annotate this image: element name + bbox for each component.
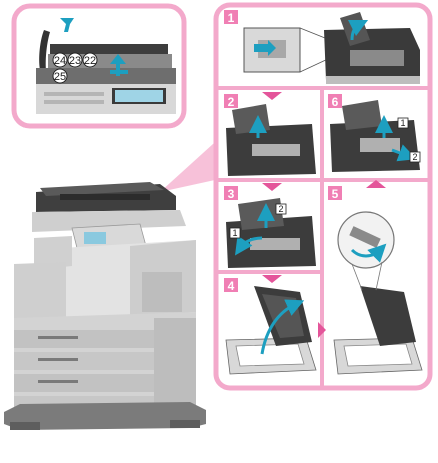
flow-arrow-4-to-5 <box>318 322 326 338</box>
svg-text:3: 3 <box>228 187 235 201</box>
steps-panel: 1 2 3 <box>213 2 433 391</box>
detail-blue-arrow-icon <box>110 54 128 76</box>
svg-text:24: 24 <box>54 55 66 67</box>
step-3: 3 2 1 <box>224 186 316 268</box>
detail-lever-icon <box>60 18 74 32</box>
flow-arrow-2-to-3 <box>262 183 282 191</box>
svg-text:6: 6 <box>332 95 339 109</box>
detail-callout-panel: 24 23 22 25 <box>11 3 187 129</box>
callout-24: 24 <box>52 52 68 68</box>
flow-arrow-3-to-4 <box>262 275 282 283</box>
svg-text:23: 23 <box>69 55 81 67</box>
step-3-marker-1: 1 <box>229 227 241 239</box>
svg-text:1: 1 <box>400 118 405 128</box>
svg-text:1: 1 <box>232 228 237 238</box>
svg-text:2: 2 <box>278 204 283 214</box>
svg-text:4: 4 <box>228 279 235 293</box>
callout-23: 23 <box>67 52 83 68</box>
callout-22: 22 <box>82 52 98 68</box>
step-6-marker-1: 1 <box>397 117 409 129</box>
step-6: 6 1 2 <box>328 94 421 172</box>
svg-text:22: 22 <box>84 55 96 67</box>
flow-arrow-1-to-2 <box>262 92 282 100</box>
step-1: 1 <box>224 10 420 84</box>
step-4: 4 <box>224 278 317 375</box>
svg-text:1: 1 <box>228 11 235 25</box>
flow-arrow-5-to-6 <box>366 180 386 188</box>
svg-text:2: 2 <box>412 152 417 162</box>
svg-text:2: 2 <box>228 95 235 109</box>
callout-25: 25 <box>52 68 68 84</box>
callout-connector <box>160 134 224 192</box>
multifunction-printer <box>4 182 206 430</box>
step-3-marker-2: 2 <box>275 203 287 215</box>
step-5: 5 <box>328 186 423 375</box>
svg-text:25: 25 <box>54 71 66 83</box>
step-6-marker-2: 2 <box>409 151 421 163</box>
svg-text:5: 5 <box>332 187 339 201</box>
step-2: 2 <box>224 94 316 176</box>
